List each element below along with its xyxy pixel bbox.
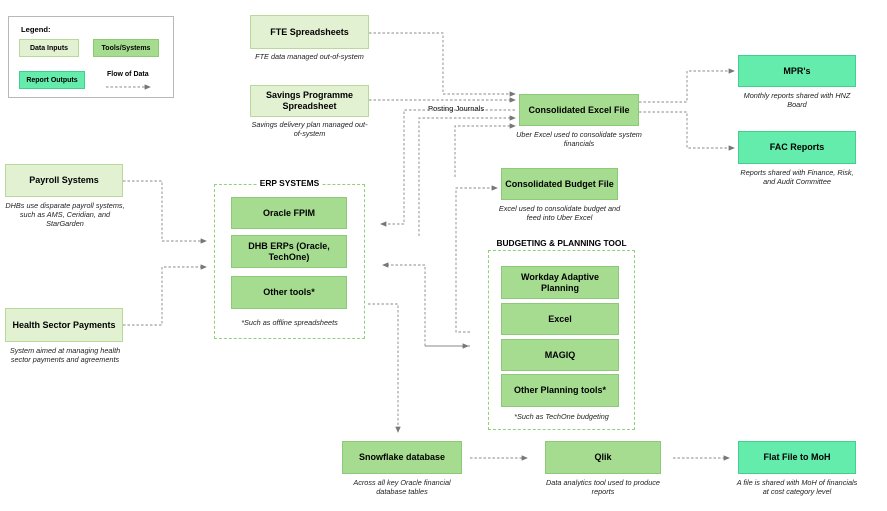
legend-data-inputs: Data Inputs	[19, 39, 79, 57]
arrow-budgeting-to-budget	[455, 185, 498, 333]
arrow-erp-budgeting	[382, 262, 470, 347]
qlik-box: Qlik	[545, 441, 661, 474]
payroll-caption: DHBs use disparate payroll systems, such…	[5, 201, 125, 229]
consolidated-budget-box: Consolidated Budget File	[501, 168, 618, 200]
budgeting-title: BUDGETING & PLANNING TOOL	[488, 238, 635, 249]
erp-systems-title: ERP SYSTEMS	[214, 178, 365, 188]
budget-item-workday: Workday Adaptive Planning	[501, 266, 619, 299]
consolidated-budget-caption: Excel used to consolidate budget and fee…	[498, 204, 621, 223]
legend-tools-systems: Tools/Systems	[93, 39, 159, 57]
mpr-caption: Monthly reports shared with HNZ Board	[743, 91, 851, 110]
erp-item-oracle-fpim: Oracle FPIM	[231, 197, 347, 229]
arrow-excel-to-mpr	[639, 68, 735, 103]
budget-item-magiq: MAGIQ	[501, 339, 619, 371]
snowflake-caption: Across all key Oracle financial database…	[353, 478, 451, 497]
posting-journals-label: Posting Journals	[428, 104, 485, 113]
arrow-erp-to-excel	[418, 115, 516, 236]
health-sector-payments-box: Health Sector Payments	[5, 308, 123, 342]
consolidated-excel-box: Consolidated Excel File	[519, 94, 639, 126]
savings-programme-box: Savings Programme Spreadsheet	[250, 85, 369, 117]
erp-note: *Such as offline spreadsheets	[241, 318, 338, 327]
erp-item-other-tools: Other tools*	[231, 276, 347, 309]
budgeting-note: *Such as TechOne budgeting	[514, 412, 609, 421]
arrow-budget-to-excel	[454, 123, 516, 177]
snowflake-box: Snowflake database	[342, 441, 462, 474]
fac-caption: Reports shared with Finance, Risk, and A…	[740, 168, 854, 187]
budget-item-excel: Excel	[501, 303, 619, 335]
arrow-fte-to-excel	[369, 32, 516, 97]
flat-file-box: Flat File to MoH	[738, 441, 856, 474]
legend-title: Legend:	[21, 25, 51, 34]
legend-report-outputs: Report Outputs	[19, 71, 85, 89]
legend: Legend: Data Inputs Tools/Systems Report…	[8, 16, 174, 98]
arrow-erp-to-snowflake	[368, 303, 401, 433]
arrow-payroll-to-erp	[123, 180, 207, 244]
arrow-excel-to-fac	[639, 111, 735, 151]
budget-item-other: Other Planning tools*	[501, 374, 619, 407]
qlik-caption: Data analytics tool used to produce repo…	[546, 478, 660, 497]
mpr-box: MPR's	[738, 55, 856, 87]
erp-item-dhb-erps: DHB ERPs (Oracle, TechOne)	[231, 235, 347, 268]
fac-reports-box: FAC Reports	[738, 131, 856, 164]
flat-file-caption: A file is shared with MoH of financials …	[736, 478, 858, 497]
legend-flow-of-data: Flow of Data	[107, 71, 149, 78]
savings-caption: Savings delivery plan managed out-of-sys…	[251, 120, 368, 139]
health-payments-caption: System aimed at managing health sector p…	[9, 346, 121, 365]
arrow-health-to-erp	[123, 264, 207, 326]
fte-spreadsheets-box: FTE Spreadsheets	[250, 15, 369, 49]
consolidated-excel-caption: Uber Excel used to consolidate system fi…	[516, 130, 642, 149]
arrow-excel-to-erp	[380, 109, 515, 227]
budgeting-group	[488, 250, 635, 430]
payroll-systems-box: Payroll Systems	[5, 164, 123, 197]
fte-caption: FTE data managed out-of-system	[255, 52, 364, 61]
